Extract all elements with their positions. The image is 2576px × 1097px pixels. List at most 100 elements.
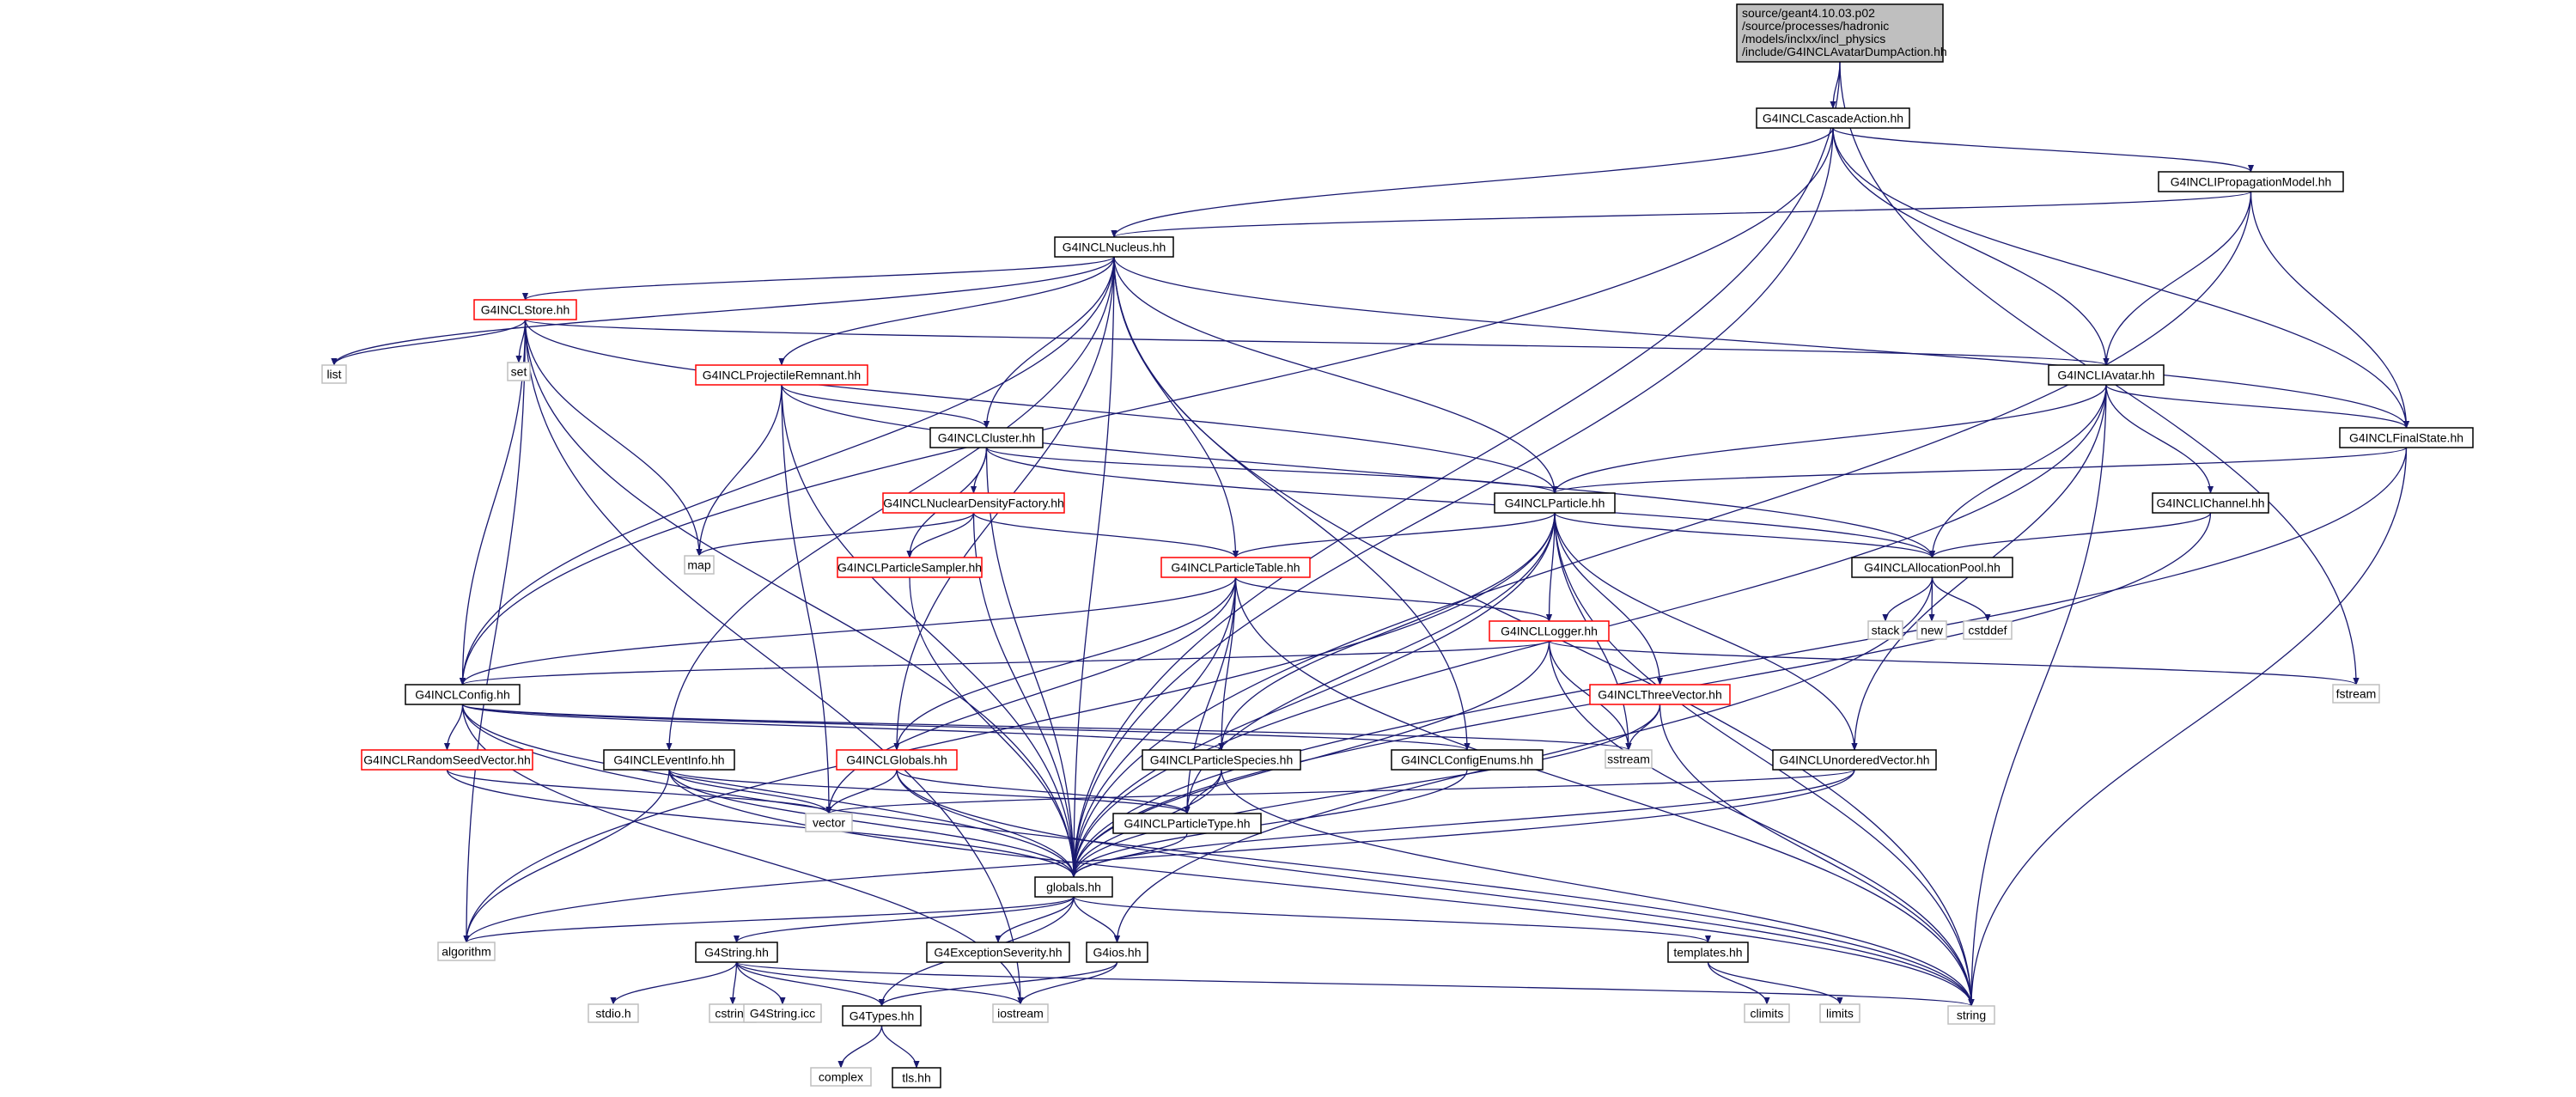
node-cascade[interactable]: G4INCLCascadeAction.hh <box>1756 107 1910 129</box>
node-label: sstream <box>1607 753 1650 766</box>
node-nucdens[interactable]: G4INCLNuclearDensityFactory.hh <box>882 492 1065 514</box>
edge-cascade-to-config <box>459 127 1834 686</box>
node-label: G4INCLNucleus.hh <box>1063 241 1166 254</box>
file-nodes: source/geant4.10.03.p02/source/processes… <box>321 3 2474 1088</box>
node-ptable[interactable]: G4INCLParticleTable.hh <box>1160 557 1311 578</box>
edge-particle-to-allocpool <box>1554 512 1935 558</box>
edge-ptable-to-ptype <box>1184 576 1237 814</box>
node-ichannel[interactable]: G4INCLIChannel.hh <box>2152 492 2269 514</box>
node-finalstate[interactable]: G4INCLFinalState.hh <box>2339 427 2474 448</box>
edge-config-to-configenums <box>461 704 1471 751</box>
node-g4stringicc: G4String.icc <box>743 1003 822 1023</box>
edge-g4types-to-tls <box>880 1025 920 1069</box>
node-threevec[interactable]: G4INCLThreeVector.hh <box>1589 684 1731 705</box>
edge-globals-to-templates <box>1073 896 1711 943</box>
edge-logger-to-config <box>460 640 1550 686</box>
edge-globals-to-g4string <box>734 896 1075 943</box>
node-iavatar[interactable]: G4INCLIAvatar.hh <box>2048 364 2165 386</box>
node-label: /models/inclxx/incl_physics <box>1742 32 1885 46</box>
node-configenums[interactable]: G4INCLConfigEnums.hh <box>1391 749 1544 771</box>
edge-globals-to-algorithm <box>463 896 1075 943</box>
edge-g4ios-to-iostream <box>1017 961 1118 1005</box>
node-nucleus[interactable]: G4INCLNucleus.hh <box>1054 236 1174 258</box>
edge-ptable-to-string <box>1234 576 1975 1007</box>
node-psampler[interactable]: G4INCLParticleSampler.hh <box>837 557 983 578</box>
edge-pspecies-to-string <box>1221 769 1975 1007</box>
node-g4types[interactable]: G4Types.hh <box>842 1005 922 1027</box>
edge-iavatar-to-allocpool <box>1928 384 2107 558</box>
edge-cascade-to-propmodel <box>1832 127 2254 173</box>
edge-nucleus-to-projrem <box>778 256 1115 366</box>
node-label: G4INCLGlobals.hh <box>846 753 947 767</box>
node-logger[interactable]: G4INCLLogger.hh <box>1489 620 1610 642</box>
node-root[interactable]: source/geant4.10.03.p02/source/processes… <box>1736 3 1947 63</box>
edge-eventinfo-to-algorithm <box>463 769 670 943</box>
node-list: list <box>321 364 347 384</box>
edge-allocpool-to-cstddef <box>1931 576 1991 622</box>
edge-threevec-to-string <box>1659 704 1975 1007</box>
edge-psampler-to-globals <box>909 576 1077 878</box>
edge-g4globals-to-ptype <box>896 769 1191 814</box>
edge-projrem-to-allocpool <box>781 384 1935 558</box>
node-label: G4ExceptionSeverity.hh <box>934 946 1062 960</box>
edge-finalstate-to-particle <box>1551 447 2408 494</box>
node-label: map <box>687 558 710 572</box>
node-g4ios[interactable]: G4ios.hh <box>1086 942 1148 963</box>
node-label: G4INCLRandomSeedVector.hh <box>363 753 531 767</box>
edge-ptable-to-globals <box>1070 576 1237 878</box>
edge-nucdens-to-map <box>696 512 975 557</box>
node-label: complex <box>819 1070 863 1084</box>
edge-iavatar-to-particle <box>1551 384 2107 494</box>
edge-cascade-to-finalstate <box>1832 127 2410 429</box>
node-tls[interactable]: tls.hh <box>892 1067 941 1088</box>
node-label: G4String.hh <box>704 946 769 960</box>
node-label: G4INCLParticleType.hh <box>1124 817 1250 831</box>
node-allocpool[interactable]: G4INCLAllocationPool.hh <box>1851 557 2013 578</box>
node-projrem[interactable]: G4INCLProjectileRemnant.hh <box>695 364 868 386</box>
node-g4string[interactable]: G4String.hh <box>695 942 778 963</box>
node-g4exc[interactable]: G4ExceptionSeverity.hh <box>926 942 1070 963</box>
edge-nucleus-to-store <box>522 256 1115 301</box>
edge-iavatar-to-string <box>1968 384 2107 1007</box>
node-eventinfo[interactable]: G4INCLEventInfo.hh <box>603 749 735 771</box>
node-unordvec[interactable]: G4INCLUnorderedVector.hh <box>1772 749 1937 771</box>
edge-nucleus-to-ptable <box>1113 256 1239 558</box>
node-config[interactable]: G4INCLConfig.hh <box>405 684 521 705</box>
node-label: source/geant4.10.03.p02 <box>1742 6 1875 20</box>
node-store[interactable]: G4INCLStore.hh <box>473 299 577 320</box>
edge-nucleus-to-globals <box>1070 256 1115 878</box>
node-label: list <box>326 368 341 381</box>
node-label: fstream <box>2336 687 2377 701</box>
node-cluster[interactable]: G4INCLCluster.hh <box>929 427 1044 448</box>
node-label: G4ios.hh <box>1093 946 1141 960</box>
node-particle[interactable]: G4INCLParticle.hh <box>1494 492 1616 514</box>
node-pspecies[interactable]: G4INCLParticleSpecies.hh <box>1142 749 1301 771</box>
node-propmodel[interactable]: G4INCLIPropagationModel.hh <box>2158 171 2344 192</box>
edge-g4string-to-cstring <box>729 961 738 1005</box>
node-templates[interactable]: templates.hh <box>1667 942 1749 963</box>
node-label: tls.hh <box>902 1071 930 1085</box>
edge-allocpool-to-stack <box>1882 576 1934 622</box>
node-map: map <box>684 555 715 575</box>
edge-iavatar-to-finalstate <box>2105 384 2409 429</box>
node-globals[interactable]: globals.hh <box>1034 876 1113 898</box>
edge-eventinfo-to-ptype <box>668 769 1191 814</box>
node-label: G4INCLConfigEnums.hh <box>1401 753 1533 767</box>
edge-cascade-to-nucleus <box>1111 127 1834 238</box>
edge-nucdens-to-ptable <box>972 512 1239 558</box>
edge-finalstate-to-string <box>1968 447 2408 1007</box>
node-label: G4INCLIPropagationModel.hh <box>2171 175 2332 189</box>
dependency-edges <box>331 61 2410 1069</box>
edge-nucleus-to-cluster <box>983 256 1115 429</box>
edge-cluster-to-particle <box>985 447 1558 494</box>
edge-config-to-pspecies <box>461 704 1225 751</box>
edge-store-to-particle <box>524 319 1558 494</box>
node-g4globals[interactable]: G4INCLGlobals.hh <box>836 749 958 771</box>
edge-particle-to-threevec <box>1554 512 1664 686</box>
edge-iavatar-to-ichannel <box>2105 384 2214 494</box>
node-label: G4INCLCascadeAction.hh <box>1763 112 1903 125</box>
edge-nucleus-to-configenums <box>1113 256 1471 751</box>
node-rseed[interactable]: G4INCLRandomSeedVector.hh <box>361 749 533 771</box>
edge-finalstate-to-globals <box>1070 447 2408 878</box>
node-ptype[interactable]: G4INCLParticleType.hh <box>1112 813 1262 834</box>
